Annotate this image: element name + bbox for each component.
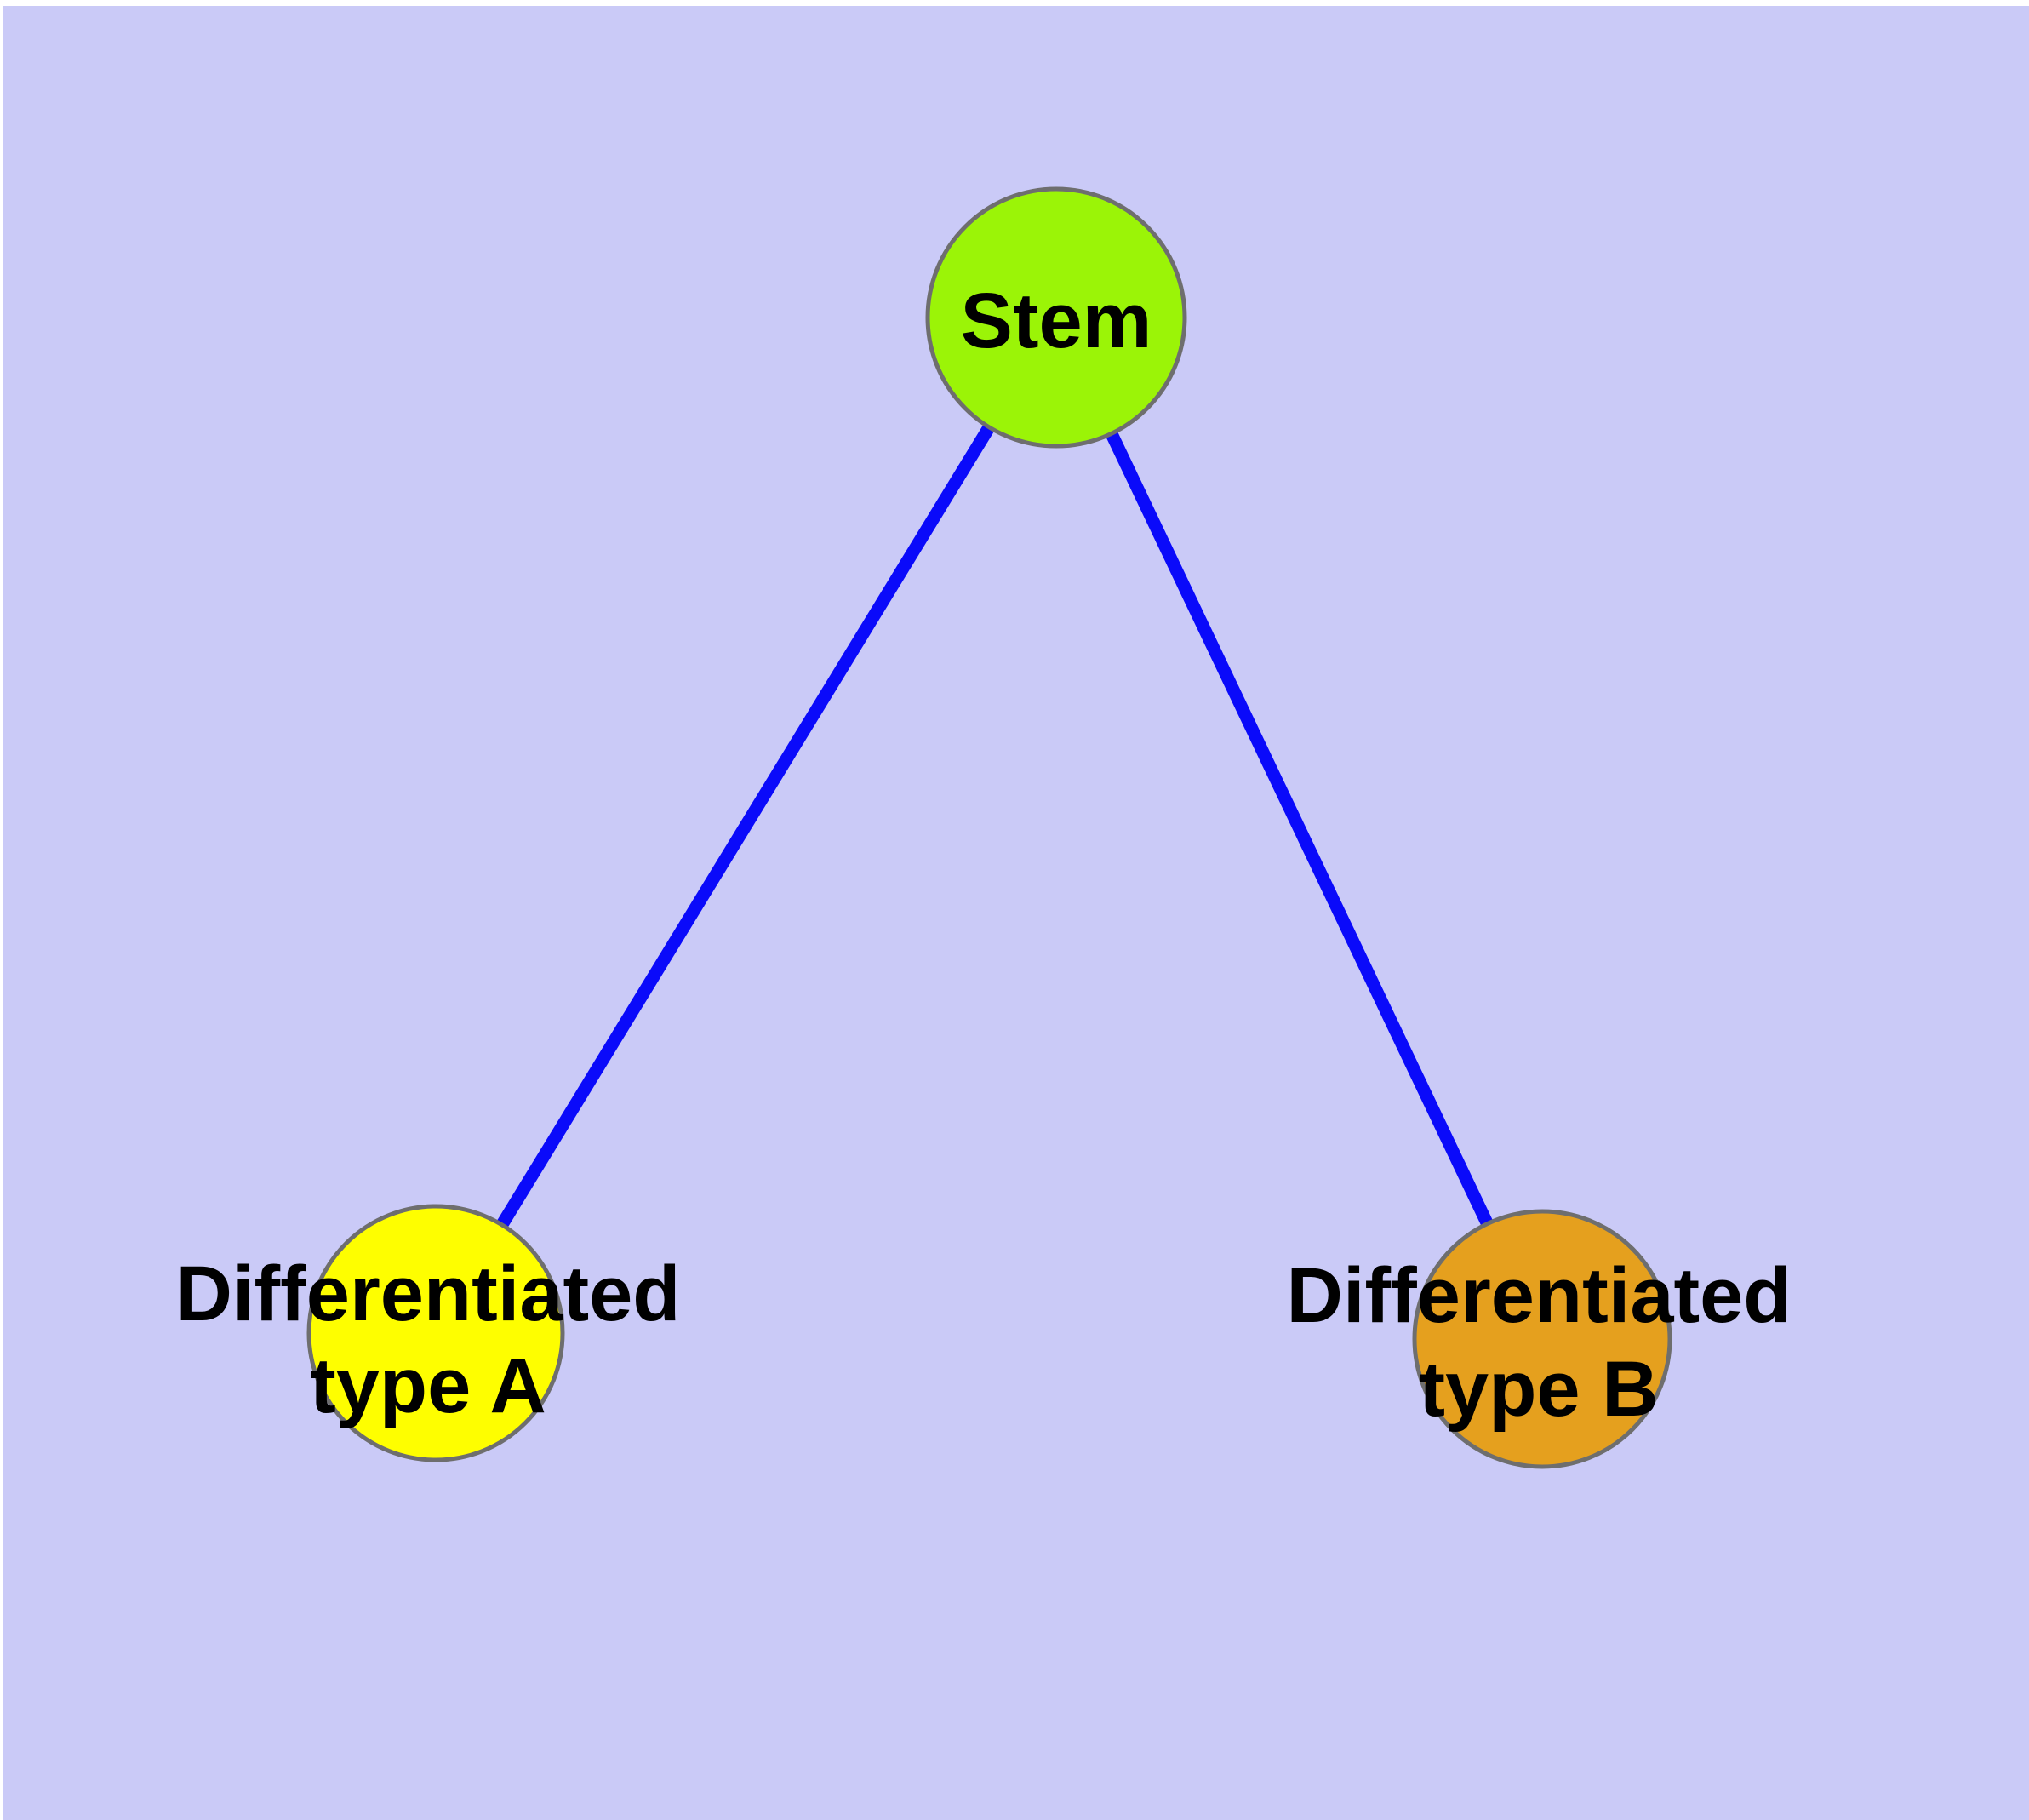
node-differentiated-type-b-label-line2: type B xyxy=(1419,1346,1658,1433)
node-stem-label: Stem xyxy=(961,278,1152,364)
edge-stem-to-type-a xyxy=(430,314,1062,1336)
node-differentiated-type-b: Differentiated type B xyxy=(1287,1209,1792,1469)
edge-stem-to-type-b xyxy=(1050,314,1548,1342)
node-differentiated-type-a: Differentiated type A xyxy=(176,1204,681,1462)
node-differentiated-type-a-label-line1: Differentiated xyxy=(176,1251,681,1337)
node-differentiated-type-b-label-line1: Differentiated xyxy=(1287,1252,1792,1339)
node-differentiated-type-a-label-line2: type A xyxy=(310,1342,546,1429)
node-differentiated-type-b-circle xyxy=(1412,1209,1672,1469)
node-stem-circle xyxy=(925,186,1187,449)
node-stem: Stem xyxy=(925,186,1187,449)
node-differentiated-type-a-circle xyxy=(306,1204,565,1462)
